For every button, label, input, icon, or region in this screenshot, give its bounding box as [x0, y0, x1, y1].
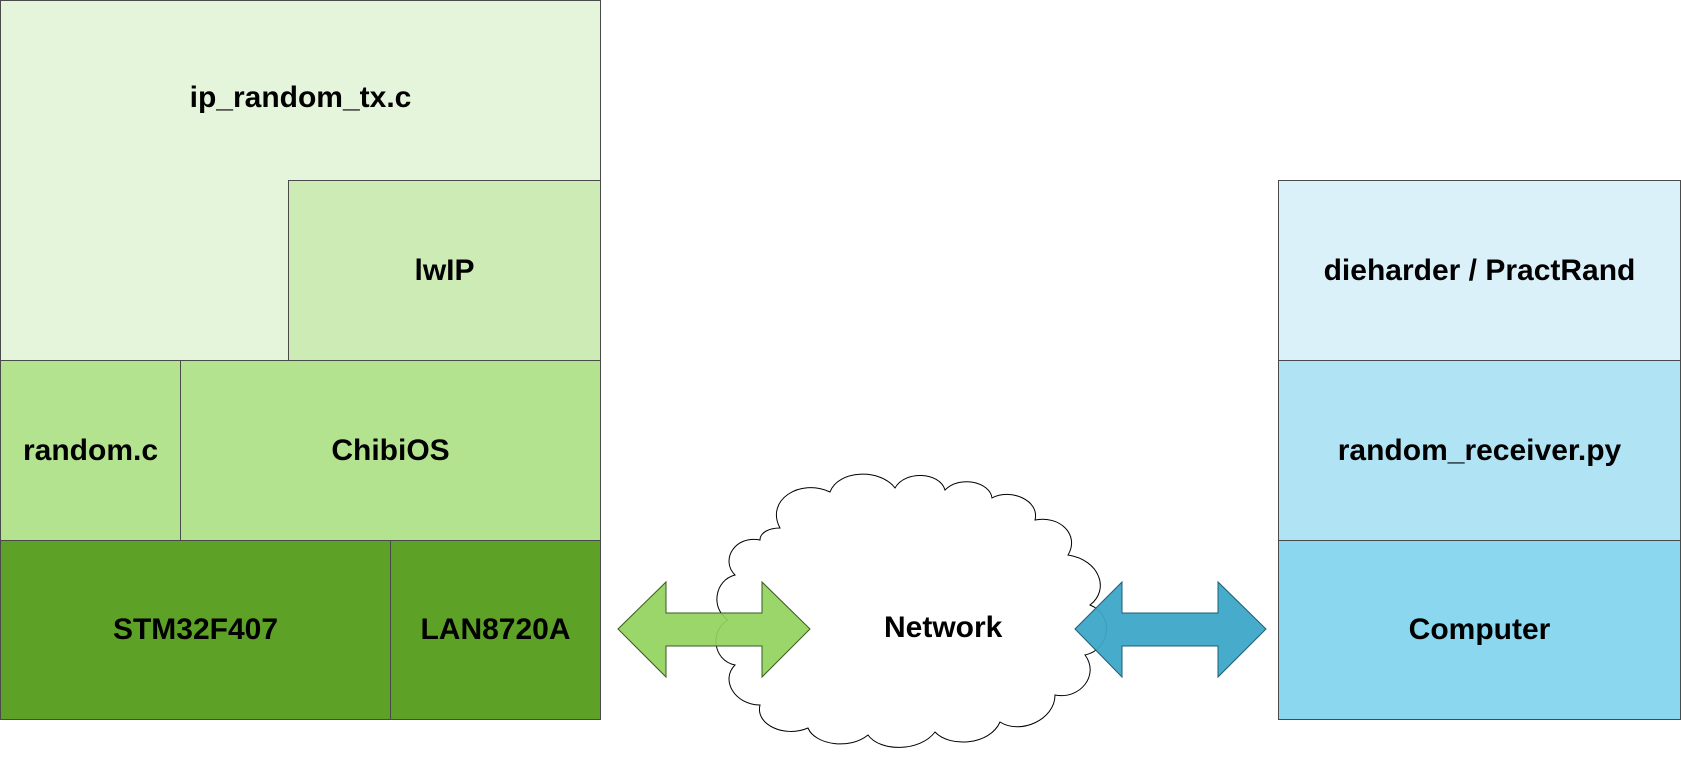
lan8720a-block: LAN8720A [390, 540, 601, 720]
random-receiver-label: random_receiver.py [1337, 433, 1622, 467]
stm32f407-block: STM32F407 [0, 540, 391, 720]
network-computer-arrow-icon [1074, 580, 1267, 679]
random-receiver-block: random_receiver.py [1278, 360, 1681, 541]
dieharder-practrand-block: dieharder / PractRand [1278, 180, 1681, 361]
stm32f407-label: STM32F407 [112, 613, 279, 646]
random-c-label: random.c [22, 433, 159, 467]
lwip-label: lwIP [414, 253, 475, 287]
ip-random-tx-label: ip_random_tx.c [189, 81, 412, 114]
network-label: Network [884, 611, 1003, 644]
dieharder-practrand-label: dieharder / PractRand [1323, 253, 1636, 287]
chibios-label: ChibiOS [331, 433, 450, 467]
computer-label: Computer [1408, 613, 1551, 646]
lan8720a-label: LAN8720A [420, 613, 571, 646]
random-c-block: random.c [0, 360, 181, 541]
device-network-arrow-icon [617, 580, 811, 679]
computer-block: Computer [1278, 540, 1681, 720]
chibios-block: ChibiOS [180, 360, 601, 541]
